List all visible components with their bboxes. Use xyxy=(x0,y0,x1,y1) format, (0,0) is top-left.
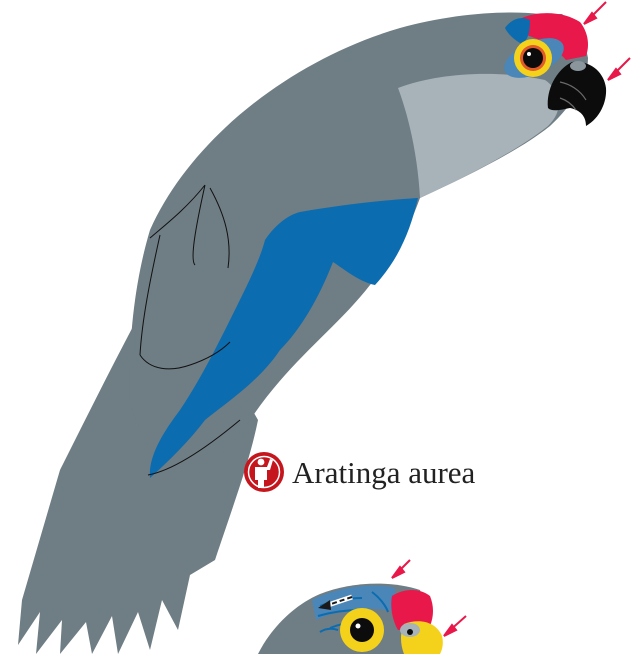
species-name-label: Aratinga aurea xyxy=(292,457,475,488)
pointer-arrow-crown-secondary xyxy=(392,560,410,578)
chest-pale xyxy=(398,74,559,198)
pointer-arrow-crown-main xyxy=(584,2,606,24)
person-raising-hand-icon xyxy=(242,450,286,494)
parrot-main xyxy=(18,13,606,654)
pointer-arrow-cere-main xyxy=(608,58,630,80)
parrot-secondary-head xyxy=(258,584,443,654)
species-tag: Aratinga aurea xyxy=(242,450,475,494)
pointer-arrow-cere-secondary xyxy=(444,616,466,636)
